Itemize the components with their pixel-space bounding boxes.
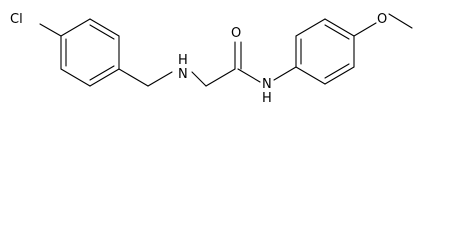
bond — [89, 68, 120, 87]
methoxyphenyl-ring — [295, 18, 355, 85]
bond-n-ch2 — [191, 71, 207, 87]
bond-c-cl — [39, 23, 62, 37]
bond-n-ring — [273, 66, 297, 81]
chlorophenyl-ring — [60, 18, 120, 87]
ether-oxygen-label: O — [377, 12, 387, 27]
bond — [60, 18, 91, 37]
amine-n-label: N — [178, 67, 188, 82]
chlorine-atom-label: Cl — [10, 12, 23, 27]
bond-o-methyl — [388, 13, 413, 29]
bond-ring-ch2 — [118, 68, 149, 87]
amine-h-label: H — [178, 53, 188, 68]
molecule-diagram: Cl H N O N H O — [10, 12, 413, 106]
amide-nitrogen-label: N — [262, 77, 272, 92]
carbonyl-oxygen-label: O — [231, 26, 241, 41]
double-bond-inner — [324, 63, 350, 79]
bond-c-n-amide — [237, 68, 261, 83]
amide-h-label: H — [262, 91, 272, 106]
bond-ring-o — [353, 22, 377, 37]
bond-ch2-carbonyl — [205, 68, 236, 87]
double-bond-inner — [89, 24, 115, 40]
bond — [295, 18, 326, 37]
bond — [324, 18, 355, 37]
double-bond-inner — [324, 24, 350, 40]
double-bond-inner — [89, 65, 115, 81]
bond-ch2-n — [147, 71, 173, 87]
bond — [295, 66, 326, 85]
bond — [324, 66, 355, 85]
bond — [89, 18, 120, 37]
bond — [60, 68, 91, 87]
